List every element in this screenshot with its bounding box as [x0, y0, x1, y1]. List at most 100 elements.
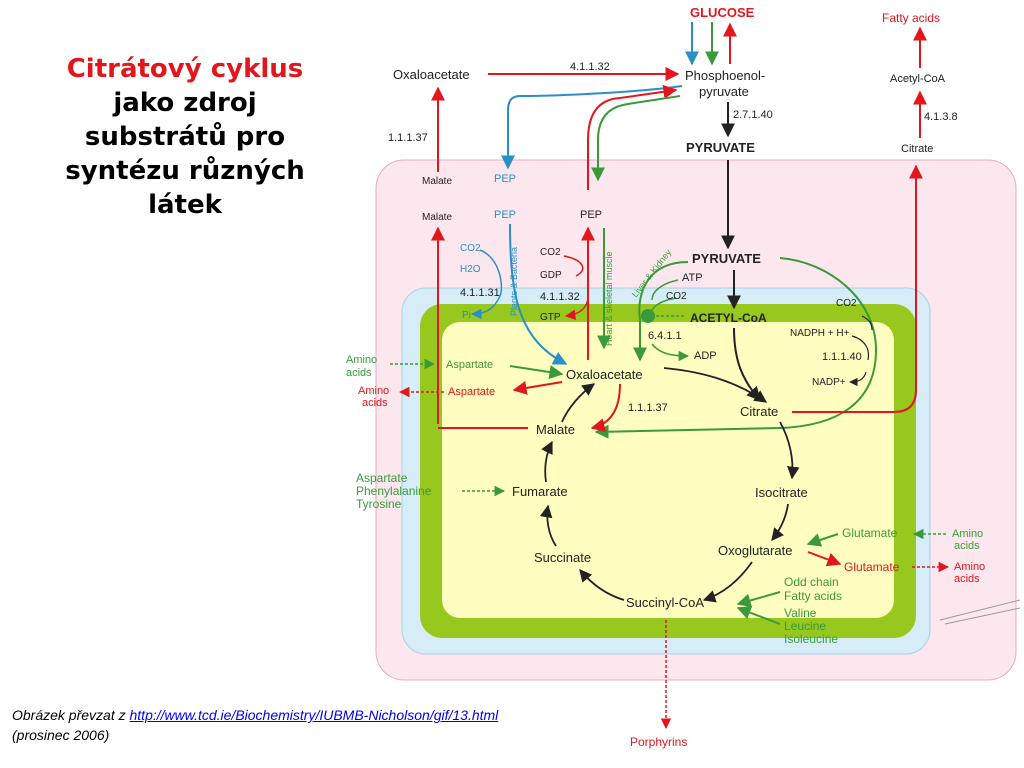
feed-phenylalanine: Phenylalanine: [356, 484, 432, 498]
aspartate-to-oxaloacetate-arrow: [509, 365, 564, 380]
amino-acids-out-1: Amino: [358, 385, 389, 397]
aspartate-green: Aspartate: [446, 359, 493, 371]
co2-red: CO2: [540, 247, 561, 258]
co2-blue: CO2: [460, 243, 481, 254]
oxoglutarate-to-succinylcoa: [702, 561, 753, 603]
isocitrate-label: Isocitrate: [755, 485, 808, 500]
atp-label: ATP: [682, 272, 703, 284]
slide-title: Citrátový cyklus jako zdroj substrátů pr…: [30, 52, 340, 222]
pyruvate-mito: PYRUVATE: [692, 251, 761, 266]
oxaloacetate-to-malate-red: [590, 383, 621, 433]
valine-label: Valine: [784, 606, 817, 620]
pep-blue-to-oxaloacetate: [509, 223, 568, 365]
image-source-caption: Obrázek převzat z http://www.tcd.ie/Bioc…: [12, 705, 498, 745]
mitochondrial-matrix: [442, 322, 894, 618]
ec-11140: 1.1.1.40: [822, 351, 862, 363]
fatty-acids-to-succinylcoa-arrow: [736, 591, 781, 608]
ec-41132-top: 4.1.1.32: [570, 61, 610, 73]
pepck-side-arrow: [564, 255, 589, 316]
odd-chain-label: Odd chain: [784, 575, 839, 589]
pep-red-route: [587, 84, 678, 190]
heart-muscle-label: Heart & skeletal muscle: [604, 251, 614, 346]
pyruvate-carboxylase-route: [633, 261, 689, 362]
ec-41131: 4.1.1.31: [460, 287, 500, 299]
atp-co2-side: [651, 279, 679, 311]
co2-right: CO2: [836, 298, 857, 309]
succinylcoa-to-succinate: [579, 569, 625, 601]
amino-acids-in-1: Amino: [346, 354, 377, 366]
acetyl-coa-activator-dot: [641, 309, 655, 323]
pep-blue-2: PEP: [494, 209, 516, 221]
ec-6411: 6.4.1.1: [648, 330, 682, 342]
title-line-4: syntézu různých: [65, 156, 305, 186]
citrate-to-isocitrate: [779, 421, 800, 480]
glutamate-in: Glutamate: [842, 526, 898, 540]
amino-acids-to-succinylcoa-arrow: [736, 605, 781, 625]
fumarate-label: Fumarate: [512, 484, 568, 499]
amino-acids-right-in-2: acids: [954, 540, 980, 552]
isoleucine-label: Isoleucine: [784, 632, 838, 646]
title-line-3: substrátů pro: [84, 122, 286, 152]
isocitrate-to-oxoglutarate: [771, 503, 789, 541]
succinyl-coa-label: Succinyl-CoA: [626, 595, 704, 610]
oxaloacetate-to-citrate: [663, 367, 768, 403]
ec-11137-mid: 1.1.1.37: [628, 402, 668, 414]
co2-green: CO2: [666, 291, 687, 302]
malic-enzyme-loop: [594, 257, 878, 439]
gtp-red: GTP: [540, 312, 561, 323]
ec-27140: 2.7.1.40: [733, 109, 773, 121]
amino-acids-right-in-1: Amino: [952, 528, 983, 540]
ec-11137-left: 1.1.1.37: [388, 132, 428, 144]
pep-blue-route: [501, 85, 683, 170]
pepc-side-arrow: [470, 249, 503, 320]
glutamate-out: Glutamate: [844, 560, 900, 574]
fumarate-to-malate: [541, 440, 553, 483]
malate-to-oxaloacetate: [561, 383, 596, 423]
ec-41132-mid: 4.1.1.32: [540, 291, 580, 303]
fatty-acids-feed-label: Fatty acids: [784, 589, 842, 603]
pyruvate-top: PYRUVATE: [686, 140, 755, 155]
pep-top-line1: Phosphoenol-: [685, 68, 765, 83]
adp-label: ADP: [694, 350, 717, 362]
h2o-blue: H2O: [460, 264, 481, 275]
nadph-label: NADPH + H+: [790, 328, 850, 339]
paper-edge-lines: [939, 599, 1021, 625]
malate-cyto: Malate: [422, 176, 452, 187]
fatty-acids-top: Fatty acids: [882, 11, 940, 25]
title-line-1: Citrátový cyklus: [66, 54, 304, 84]
caption-prefix: Obrázek převzat z: [12, 707, 126, 723]
citrate-export-route: [792, 164, 923, 413]
succinate-label: Succinate: [534, 550, 591, 565]
oxaloacetate-to-aspartate-arrow: [512, 381, 563, 395]
aspartate-red: Aspartate: [448, 386, 495, 398]
amino-acids-out-2: acids: [362, 397, 388, 409]
caption-date: (prosinec 2006): [12, 727, 110, 743]
source-link[interactable]: http://www.tcd.ie/Biochemistry/IUBMB-Nic…: [129, 707, 499, 723]
plants-bacteria-label: Plants & Bacteria: [509, 247, 519, 316]
leucine-label: Leucine: [784, 619, 826, 633]
nadph-side: [850, 315, 873, 382]
oxoglutarate-label: Oxoglutarate: [718, 543, 792, 558]
acetyl-coa-label: ACETYL-CoA: [690, 311, 767, 325]
pep-green-route: [591, 95, 681, 182]
title-line-5: látek: [148, 190, 222, 220]
oxaloacetate-top: Oxaloacetate: [393, 67, 470, 82]
acetyl-coa-top: Acetyl-CoA: [890, 73, 946, 85]
amino-acids-in-2: acids: [346, 367, 372, 379]
gdp-red: GDP: [540, 270, 562, 281]
amino-acids-right-out-2: acids: [954, 573, 980, 585]
glucose-label: GLUCOSE: [690, 5, 755, 20]
succinate-to-fumarate: [539, 504, 557, 547]
pi-blue: Pi: [462, 310, 471, 321]
glutamate-to-oxoglutarate-arrow: [806, 533, 839, 547]
malate-cyto-2: Malate: [422, 212, 452, 223]
citrate-top: Citrate: [901, 143, 933, 155]
oxaloacetate-mito: Oxaloacetate: [566, 367, 643, 382]
adp-side: [651, 343, 690, 362]
citrate-mito: Citrate: [740, 404, 778, 419]
nadp-label: NADP+: [812, 377, 846, 388]
amino-acids-right-out-1: Amino: [954, 561, 985, 573]
title-line-2: jako zdroj: [113, 88, 257, 118]
pep-top-line2: pyruvate: [699, 84, 749, 99]
